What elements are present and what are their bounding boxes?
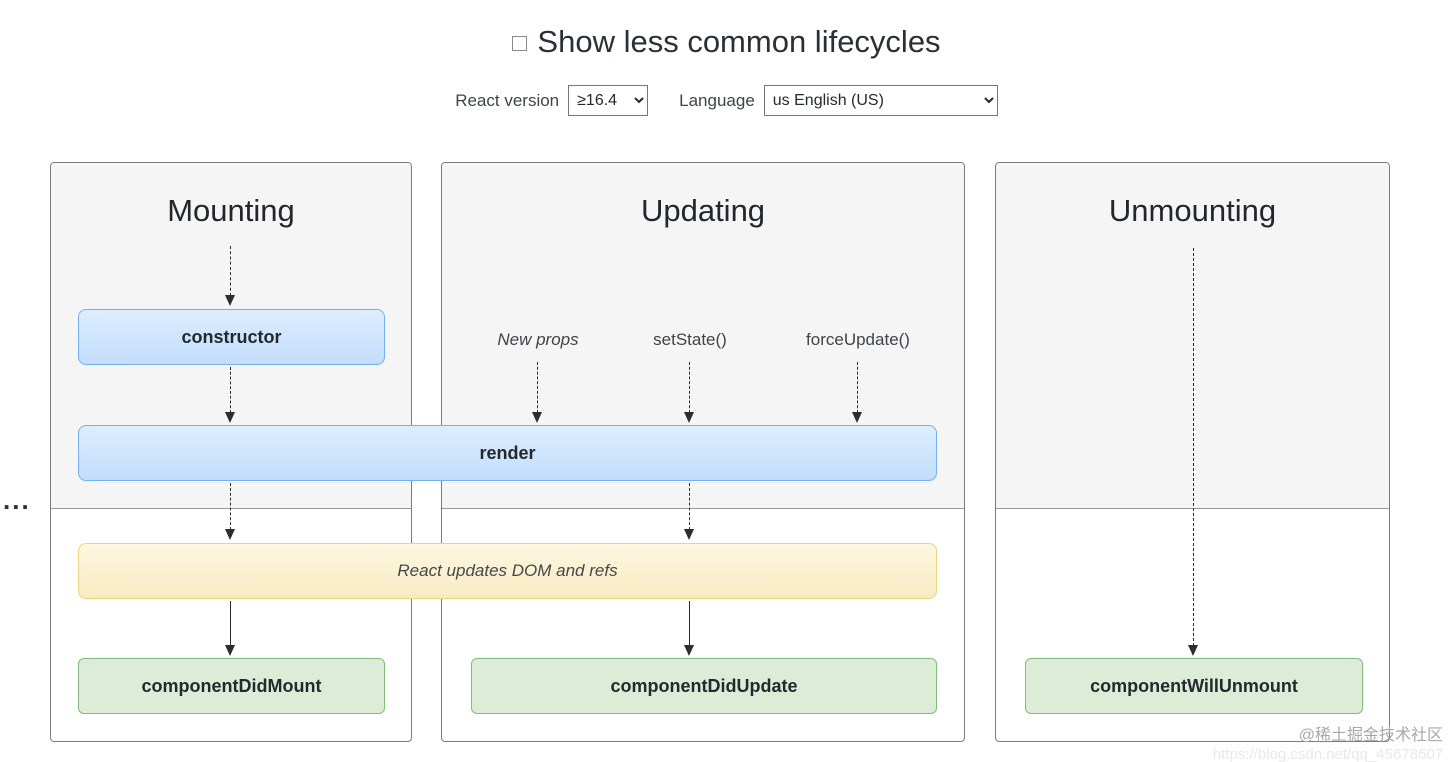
- render-box[interactable]: render: [78, 425, 937, 481]
- watermark-community-text: @稀土掘金技术社区: [1298, 727, 1443, 744]
- language-select[interactable]: us English (US): [763, 85, 998, 116]
- controls-row: React version ≥16.4 Language us English …: [0, 85, 1453, 116]
- page-title[interactable]: Show less common lifecycles: [537, 24, 941, 59]
- language-label: Language: [679, 90, 755, 110]
- new-props-label: New props: [497, 330, 579, 349]
- column-title-mounting: Mounting: [167, 193, 295, 228]
- component-did-mount-box[interactable]: componentDidMount: [78, 658, 385, 714]
- component-will-unmount-box[interactable]: componentWillUnmount: [1025, 658, 1363, 714]
- react-updates-dom-box: React updates DOM and refs: [78, 543, 937, 599]
- continuation-dots: ...: [3, 485, 31, 515]
- watermark-url-text: https://blog.csdn.net/qq_45678607: [1212, 746, 1443, 762]
- component-did-update-box[interactable]: componentDidUpdate: [471, 658, 937, 714]
- column-title-unmounting: Unmounting: [1108, 193, 1277, 228]
- column-title-updating: Updating: [640, 193, 766, 228]
- react-version-select[interactable]: ≥16.4: [568, 85, 649, 116]
- force-update-label[interactable]: forceUpdate(): [806, 330, 910, 349]
- constructor-box[interactable]: constructor: [78, 309, 385, 365]
- watermark: @稀土掘金技术社区 https://blog.csdn.net/qq_45678…: [1213, 721, 1443, 762]
- show-less-row: Show less common lifecycles: [0, 24, 1453, 60]
- set-state-label[interactable]: setState(): [653, 330, 727, 349]
- render-phase-area-unmounting: [996, 163, 1389, 509]
- react-version-label: React version: [455, 90, 560, 110]
- show-less-checkbox[interactable]: [512, 35, 528, 51]
